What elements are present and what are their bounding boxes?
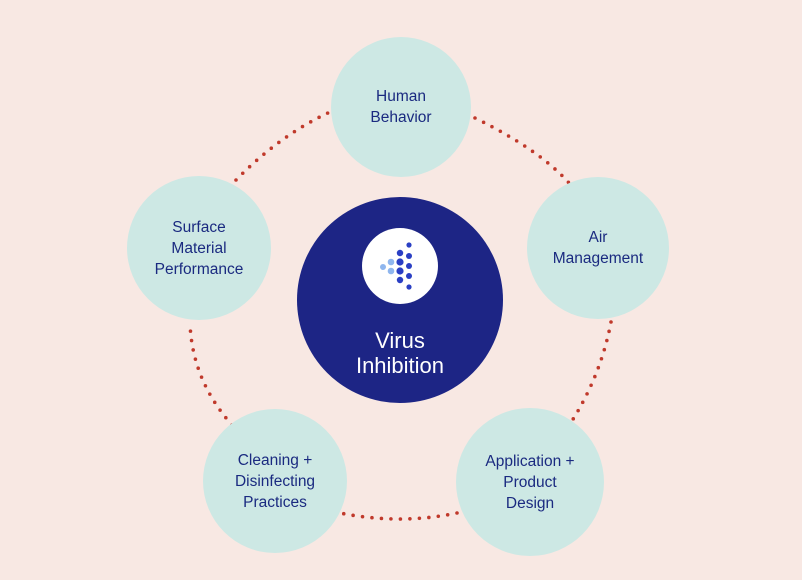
center-node-virus-inhibition: Virus Inhibition bbox=[297, 197, 503, 403]
node-label: Surface Material Performance bbox=[154, 218, 244, 278]
node-label: Cleaning + Disinfecting Practices bbox=[234, 451, 316, 511]
center-title: Virus Inhibition bbox=[355, 328, 445, 378]
node-cleaning-disinfecting-practices: Cleaning + Disinfecting Practices bbox=[203, 409, 347, 553]
connector-air-to-application bbox=[564, 320, 613, 432]
node-surface-material-performance: Surface Material Performance bbox=[127, 176, 271, 320]
dot-funnel-logo-icon bbox=[380, 242, 412, 290]
node-label: Application + Product Design bbox=[485, 452, 575, 512]
connector-human-to-air bbox=[473, 116, 571, 185]
node-air-management: Air Management bbox=[527, 177, 669, 319]
connector-application-to-cleaning bbox=[338, 511, 459, 521]
node-application-product-design: Application + Product Design bbox=[456, 408, 604, 556]
logo-badge bbox=[362, 228, 438, 304]
node-label: Air Management bbox=[552, 229, 644, 267]
connector-surface-to-human bbox=[234, 110, 332, 182]
connector-cleaning-to-surface bbox=[188, 321, 234, 427]
node-human-behavior: Human Behavior bbox=[331, 37, 471, 177]
node-label: Human Behavior bbox=[370, 88, 432, 126]
